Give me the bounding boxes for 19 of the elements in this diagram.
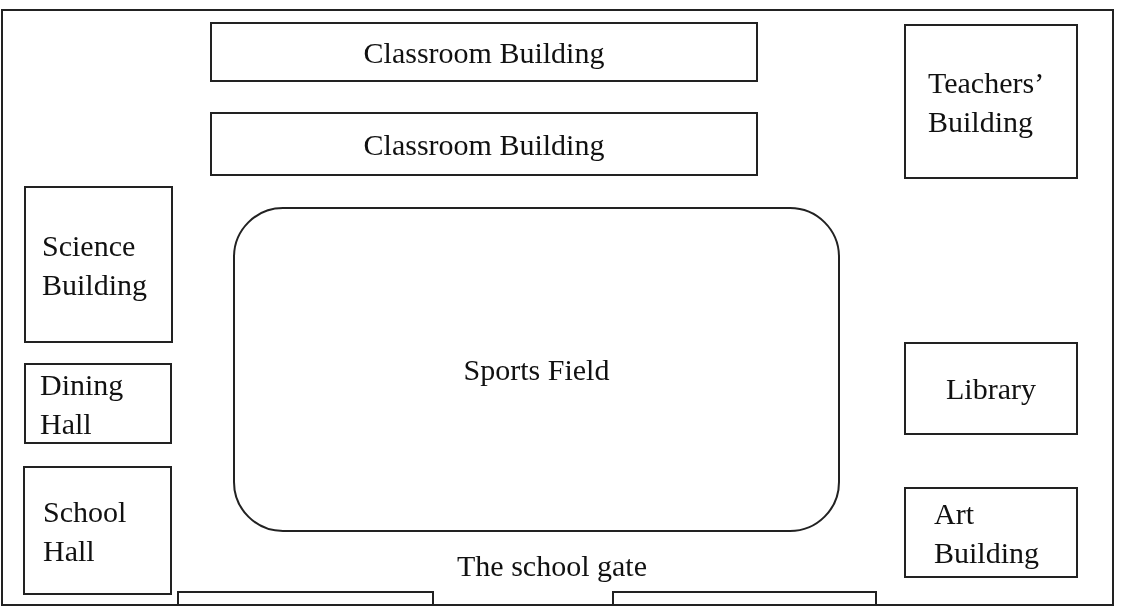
building-name: Dining Hall: [40, 366, 125, 442]
building-name: Teachers’ Building: [928, 64, 1043, 140]
sports-field: [233, 207, 840, 532]
building: [904, 24, 1078, 179]
building: [210, 22, 758, 82]
building: [24, 186, 173, 343]
building-name: Science Building: [42, 227, 148, 303]
building-name: Art Building: [934, 495, 1040, 571]
building: [23, 466, 172, 595]
building-name: Sports Field: [463, 352, 610, 388]
building-name: School Hall: [43, 493, 128, 569]
gate-label: The school gate: [457, 549, 647, 583]
building: [904, 487, 1078, 578]
building: [24, 363, 172, 444]
building: [904, 342, 1078, 435]
building-name: Classroom Building: [363, 126, 605, 163]
building-name: Library: [946, 371, 1036, 407]
building: [210, 112, 758, 176]
building-name: Classroom Building: [363, 34, 605, 71]
